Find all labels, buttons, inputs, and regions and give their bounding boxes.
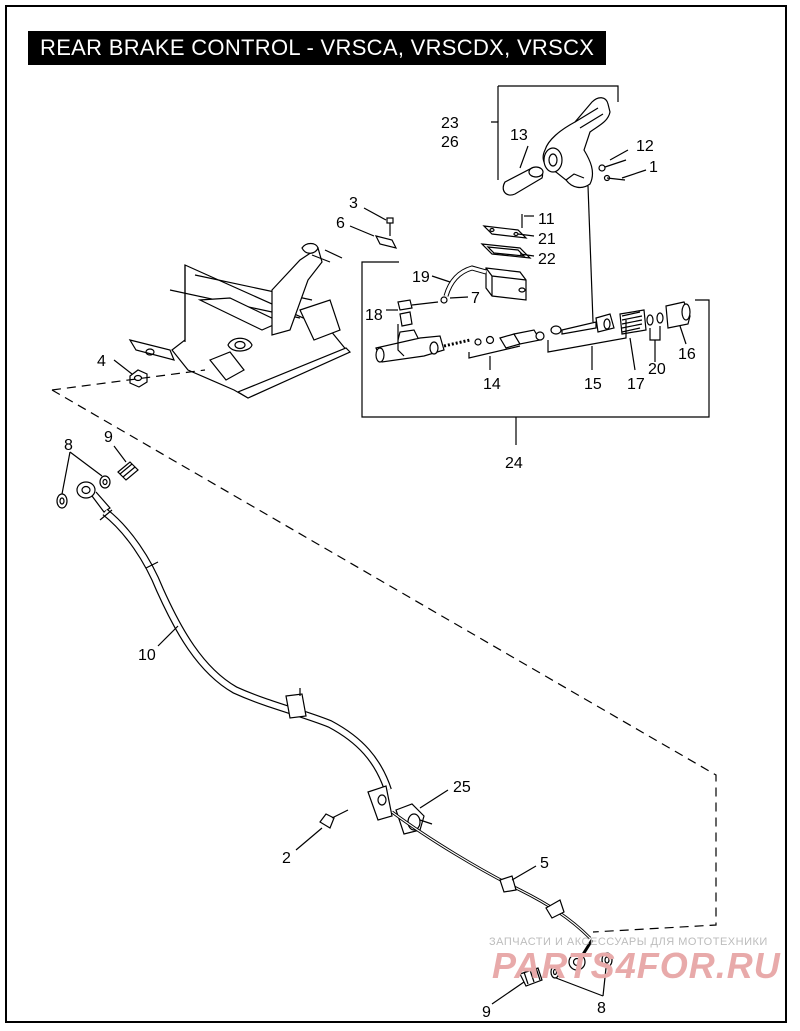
nut-4 bbox=[129, 369, 148, 388]
callout-25: 25 bbox=[453, 779, 471, 796]
clip-6 bbox=[374, 217, 398, 249]
brake-line-5 bbox=[391, 810, 592, 940]
banjo-bolt-9-upper bbox=[117, 461, 139, 481]
diagram-frame bbox=[5, 5, 787, 1023]
washers-20 bbox=[646, 312, 664, 326]
callout-5: 5 bbox=[540, 855, 549, 872]
brake-line-10 bbox=[99, 508, 392, 792]
callout-19: 19 bbox=[412, 269, 430, 286]
leader-17 bbox=[629, 337, 636, 371]
callout-6: 6 bbox=[336, 215, 345, 232]
pivot-pin bbox=[598, 159, 627, 182]
reservoir-cover bbox=[482, 214, 528, 239]
callout-12: 12 bbox=[636, 138, 654, 155]
bolt-2 bbox=[319, 809, 349, 829]
callout-3: 3 bbox=[349, 195, 358, 212]
junction-block bbox=[367, 785, 393, 821]
callout-11: 11 bbox=[538, 211, 555, 228]
brake-pedal-assembly bbox=[491, 85, 619, 189]
frame-section bbox=[128, 242, 352, 399]
callout-1: 1 bbox=[649, 159, 658, 176]
leader-18 bbox=[397, 324, 405, 357]
callout-16: 16 bbox=[678, 346, 696, 363]
callout-26: 26 bbox=[441, 134, 459, 151]
callout-15: 15 bbox=[584, 376, 602, 393]
callout-22: 22 bbox=[538, 251, 556, 268]
pedal-pad bbox=[502, 166, 544, 196]
callout-21: 21 bbox=[538, 231, 556, 248]
bracket-15 bbox=[547, 320, 627, 353]
pushrod-assembly bbox=[550, 313, 615, 335]
callout-2: 2 bbox=[282, 850, 291, 867]
callout-9-lower: 9 bbox=[482, 1004, 491, 1021]
dashed-ref-upper bbox=[51, 369, 206, 391]
boot-16 bbox=[665, 301, 691, 329]
leader-lines bbox=[61, 145, 647, 1005]
callout-14: 14 bbox=[483, 376, 501, 393]
callout-20: 20 bbox=[648, 361, 666, 378]
callout-10: 10 bbox=[138, 647, 156, 664]
leader-16 bbox=[679, 325, 687, 345]
diaphragm bbox=[480, 243, 532, 259]
reservoir bbox=[485, 267, 527, 301]
boot-spring bbox=[619, 309, 647, 335]
banjo-fitting-lower bbox=[568, 939, 594, 971]
callout-23: 23 bbox=[441, 115, 459, 132]
callout-4: 4 bbox=[97, 353, 106, 370]
callout-7: 7 bbox=[471, 290, 480, 307]
banjo-fitting-upper bbox=[76, 481, 111, 513]
dashed-ref-lower bbox=[51, 389, 717, 933]
piston-assembly bbox=[443, 329, 545, 349]
bracket-14 bbox=[468, 345, 521, 359]
bracket-20 bbox=[649, 326, 661, 341]
callout-18: 18 bbox=[365, 307, 383, 324]
watermark-logo: PARTS4FOR.RU bbox=[492, 945, 781, 986]
watermark-caption: ЗАПЧАСТИ И АКСЕССУАРЫ ДЛЯ МОТОТЕХНИКИ bbox=[489, 936, 768, 948]
callout-8-upper: 8 bbox=[64, 437, 73, 454]
brake-light-switch-25 bbox=[395, 803, 433, 835]
callout-13: 13 bbox=[510, 127, 528, 144]
hose-fitting bbox=[397, 299, 439, 327]
callout-labels: 23 26 13 12 1 3 6 11 21 22 19 7 18 4 14 … bbox=[64, 115, 696, 1021]
group-box-24 bbox=[361, 261, 710, 418]
callout-17: 17 bbox=[627, 376, 645, 393]
callout-9-upper: 9 bbox=[104, 429, 113, 446]
callout-8-lower: 8 bbox=[597, 1000, 606, 1017]
page-title: REAR BRAKE CONTROL - VRSCA, VRSCDX, VRSC… bbox=[28, 31, 607, 65]
pushrod-guide-line bbox=[587, 185, 594, 323]
reservoir-hose bbox=[440, 265, 487, 304]
callout-24: 24 bbox=[505, 455, 523, 472]
master-cylinder-body bbox=[375, 329, 445, 363]
washer-8-lower bbox=[550, 952, 613, 979]
